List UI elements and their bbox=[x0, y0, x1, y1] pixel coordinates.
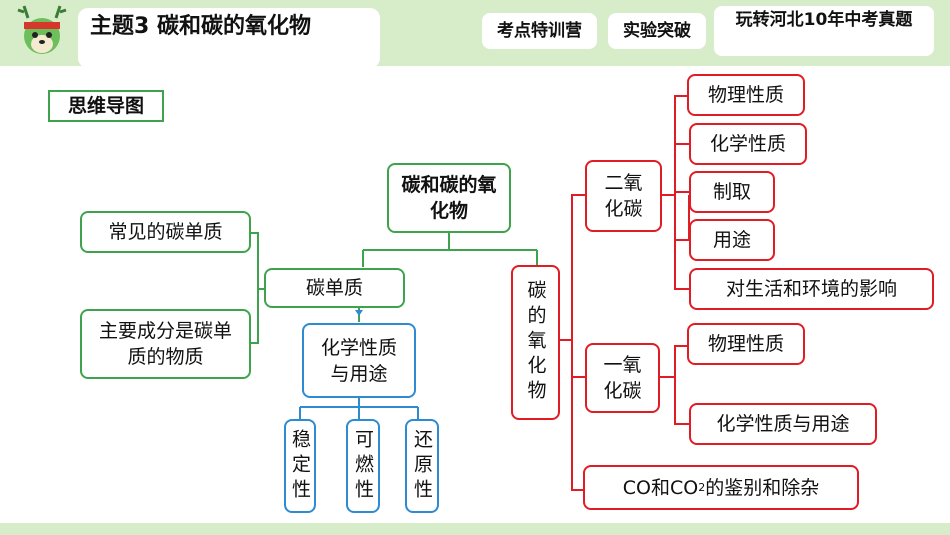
tab-exam-points[interactable]: 考点特训营 bbox=[482, 13, 597, 49]
co2-chemical-node: 化学性质 bbox=[689, 123, 807, 165]
compare-text-pre: CO和CO bbox=[622, 476, 699, 499]
flammability-node: 可燃性 bbox=[346, 419, 380, 513]
compare-text-post: 的鉴别和除杂 bbox=[705, 476, 820, 499]
common-carbon-node: 常见的碳单质 bbox=[80, 211, 251, 253]
tab-experiments[interactable]: 实验突破 bbox=[608, 13, 706, 49]
root-node: 碳和碳的氧化物 bbox=[387, 163, 511, 233]
title-box: 主题3 碳和碳的氧化物 bbox=[78, 8, 380, 68]
co2-uses-node: 用途 bbox=[689, 219, 775, 261]
section-label: 思维导图 bbox=[48, 90, 164, 122]
co2-impact-node: 对生活和环境的影响 bbox=[689, 268, 934, 310]
reducibility-node: 还原性 bbox=[405, 419, 439, 513]
co-node: 一氧化碳 bbox=[585, 343, 660, 413]
footer-bar bbox=[0, 523, 950, 535]
carbon-substance-node: 主要成分是碳单质的物质 bbox=[80, 309, 251, 379]
co2-preparation-node: 制取 bbox=[689, 171, 775, 213]
co2-physical-node: 物理性质 bbox=[687, 74, 805, 116]
chem-property-use-node: 化学性质与用途 bbox=[302, 323, 416, 398]
compare-subscript: 2 bbox=[698, 480, 706, 494]
tab-past-exams[interactable]: 玩转河北10年中考真题 bbox=[714, 6, 934, 56]
page-title: 主题3 碳和碳的氧化物 bbox=[90, 14, 311, 39]
deer-mascot-icon bbox=[17, 5, 67, 54]
co-physical-node: 物理性质 bbox=[687, 323, 805, 365]
co2-node: 二氧化碳 bbox=[585, 160, 662, 232]
carbon-element-node: 碳单质 bbox=[264, 268, 405, 308]
carbon-oxides-node: 碳的氧化物 bbox=[511, 265, 560, 420]
co-chemical-use-node: 化学性质与用途 bbox=[689, 403, 877, 445]
stability-node: 稳定性 bbox=[284, 419, 316, 513]
